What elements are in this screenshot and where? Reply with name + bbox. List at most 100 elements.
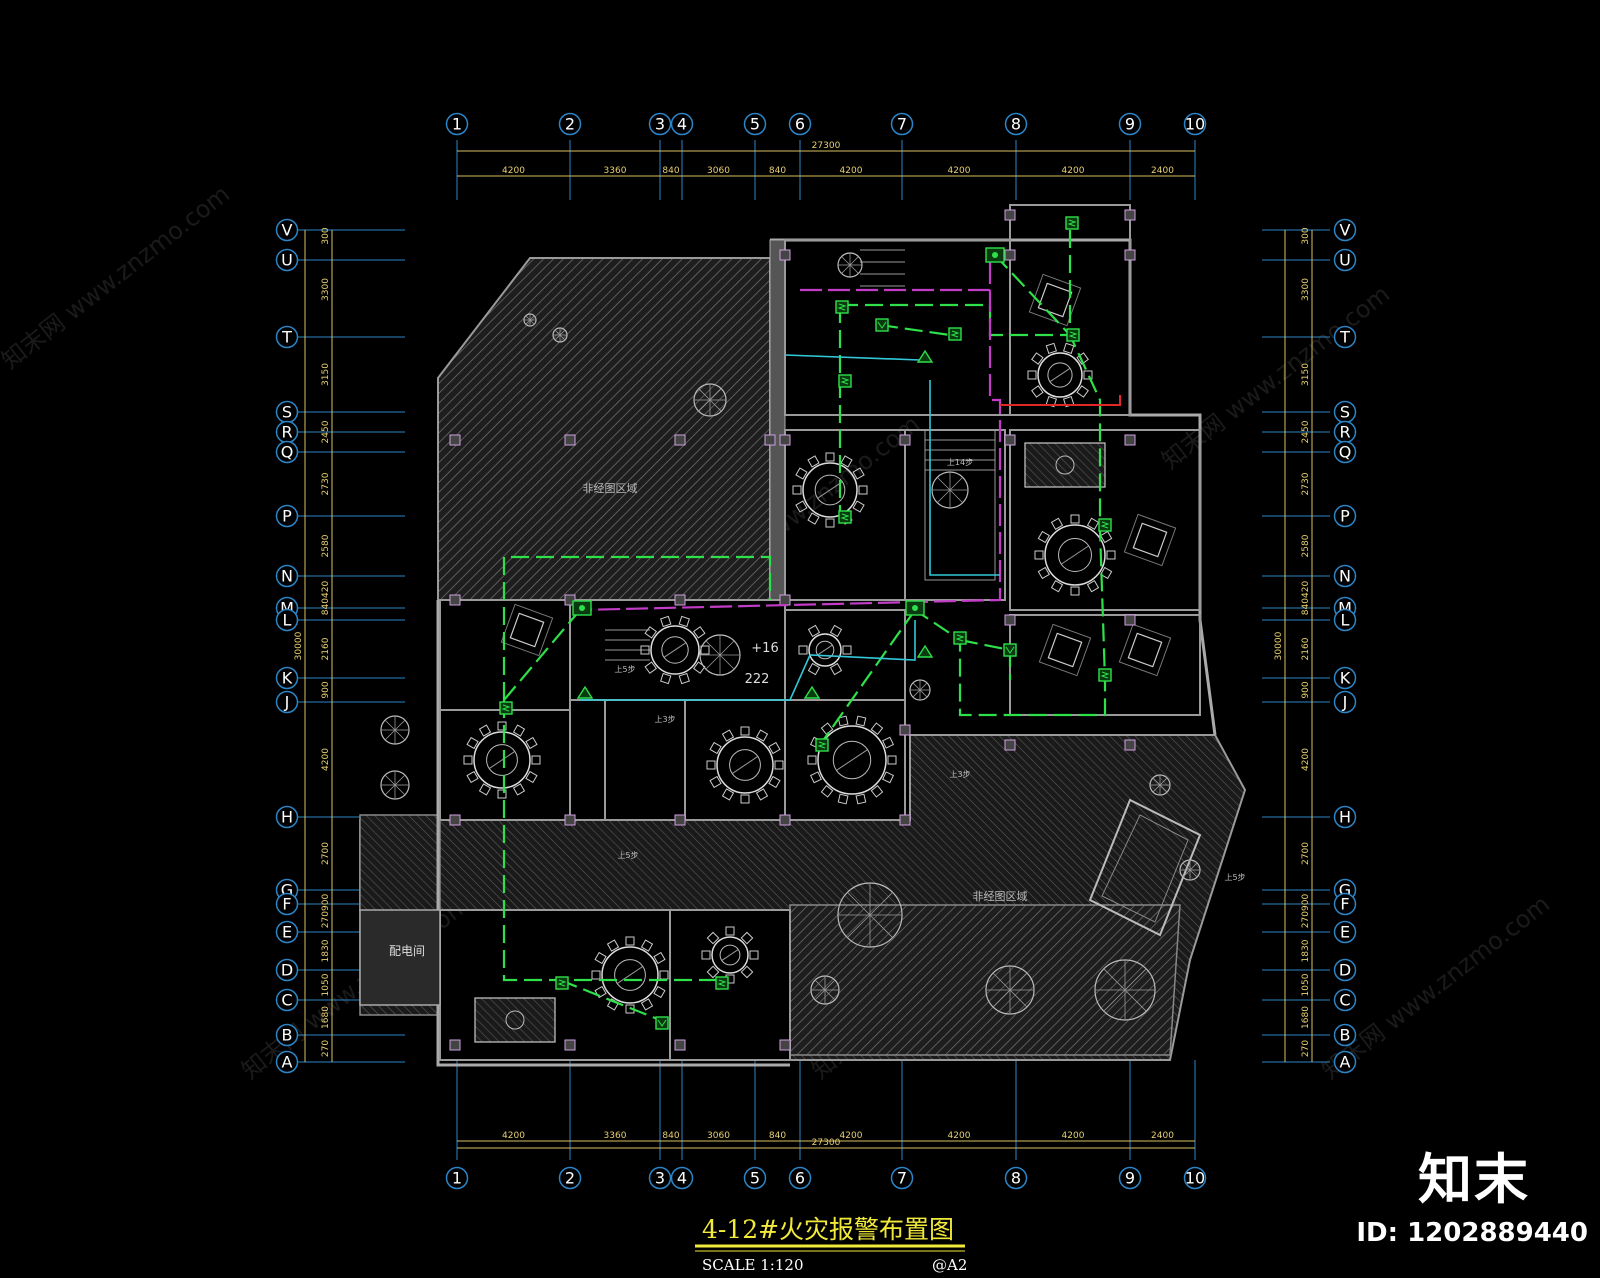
structural-column (449, 814, 461, 826)
alarm-loop (559, 978, 661, 1022)
dimension-value: 4200 (321, 748, 331, 771)
axis-bubble-row (1333, 988, 1357, 1012)
room-label: +16 (751, 641, 778, 656)
dimension-value: 3060 (707, 1131, 730, 1141)
outer-wall (436, 600, 790, 1067)
structural-column (674, 434, 686, 446)
axis-label-col: 2 (565, 1169, 575, 1188)
round-table (591, 936, 669, 1014)
broadcast-loop (800, 255, 992, 292)
module-icon (572, 600, 592, 616)
axis-label-row: F (1340, 895, 1349, 914)
building-walls (359, 204, 1247, 1067)
axis-label-col: 10 (1185, 1169, 1205, 1188)
axis-bubble-row (275, 805, 299, 829)
dimension-value: 900 (1301, 681, 1311, 698)
room-outline (784, 609, 906, 701)
plant-symbol (380, 715, 410, 745)
axis-bubble-row (275, 988, 299, 1012)
axis-bubble-row (275, 218, 299, 242)
axis-label-row: E (1340, 923, 1350, 942)
manual-alarm-icon (655, 1016, 669, 1030)
dimension-value: 2580 (321, 534, 331, 557)
axis-label-col: 5 (750, 1169, 760, 1188)
plant-symbol (837, 252, 863, 278)
axis-label-row: T (281, 328, 292, 347)
axis-bubble-row (275, 892, 299, 916)
axis-bubble-col (1183, 112, 1207, 136)
dimension-value: 3150 (1301, 363, 1311, 386)
smoke-detector-icon (953, 631, 967, 645)
axis-label-row: D (281, 961, 293, 980)
dimension-value: 3360 (604, 1131, 627, 1141)
non-design-area-top (437, 257, 771, 601)
axis-label-row: J (284, 693, 290, 712)
dimension-value: 300 (321, 227, 331, 244)
sofa-set (474, 997, 556, 1043)
linkage-loop (784, 354, 921, 361)
axis-bubble-col (743, 1166, 767, 1190)
axis-bubble-col (445, 112, 469, 136)
dimension-value: 3360 (604, 166, 627, 176)
dimension-total: 30000 (294, 631, 304, 660)
alarm-loop (959, 638, 1012, 680)
dimension-value: 270 (1301, 1040, 1311, 1057)
axis-bubble-row (1333, 892, 1357, 916)
room-outline (684, 699, 786, 821)
room-label: 上5步 (617, 851, 638, 860)
structural-column (899, 434, 911, 446)
structural-column (899, 724, 911, 736)
outer-wall (769, 239, 786, 601)
axis-bubble-row (275, 958, 299, 982)
smoke-detector-icon (1066, 328, 1080, 342)
alarm-bell-icon (576, 685, 594, 699)
axis-bubble-col (648, 1166, 672, 1190)
drawing-title: 4-12#火灾报警布置图 (702, 1215, 954, 1244)
alarm-bell-icon (916, 349, 934, 363)
axis-bubble-col (788, 1166, 812, 1190)
scale-label: SCALE 1:120 (702, 1256, 804, 1274)
axis-label-row: A (282, 1053, 293, 1072)
axis-bubble-row (275, 666, 299, 690)
manual-alarm-icon (1003, 643, 1017, 657)
structural-column (1124, 614, 1136, 626)
dimension-value: 3150 (321, 363, 331, 386)
axis-bubble-col (1004, 112, 1028, 136)
smoke-detector-icon (555, 976, 569, 990)
structural-column (449, 1039, 461, 1051)
dimension-value: 840 (662, 166, 679, 176)
axis-label-row: H (281, 808, 293, 827)
axis-label-row: Q (1339, 443, 1352, 462)
axis-bubble-col (445, 1166, 469, 1190)
plant-symbol (931, 471, 969, 509)
axis-bubble-row (1333, 440, 1357, 464)
axis-bubble-row (1333, 666, 1357, 690)
pavilion (1088, 798, 1202, 937)
plant-symbol (523, 313, 537, 327)
dimension-total: 30000 (1274, 631, 1284, 660)
axis-bubble-col (1183, 1166, 1207, 1190)
structural-column (674, 814, 686, 826)
axis-label-col: 7 (897, 1169, 907, 1188)
column-layer (449, 209, 1136, 1051)
structural-column (674, 594, 686, 606)
axis-bubble-row (1333, 805, 1357, 829)
dimension-value: 2700 (1301, 842, 1311, 865)
room-label: 非经图区域 (583, 482, 638, 495)
structural-column (899, 814, 911, 826)
axis-bubble-col (670, 1166, 694, 1190)
room-label: 222 (745, 672, 770, 687)
axis-label-col: 6 (795, 115, 805, 134)
plant-symbol (810, 975, 840, 1005)
smoke-detector-icon (835, 300, 849, 314)
axis-bubble-row (1333, 564, 1357, 588)
structural-column (1124, 249, 1136, 261)
dimension-value: 4200 (948, 1131, 971, 1141)
axis-bubble-row (275, 1050, 299, 1074)
axis-label-col: 2 (565, 115, 575, 134)
room-label: 上3步 (654, 715, 675, 724)
axis-label-row: F (282, 895, 291, 914)
dimension-value: 1680 (1301, 1006, 1311, 1029)
